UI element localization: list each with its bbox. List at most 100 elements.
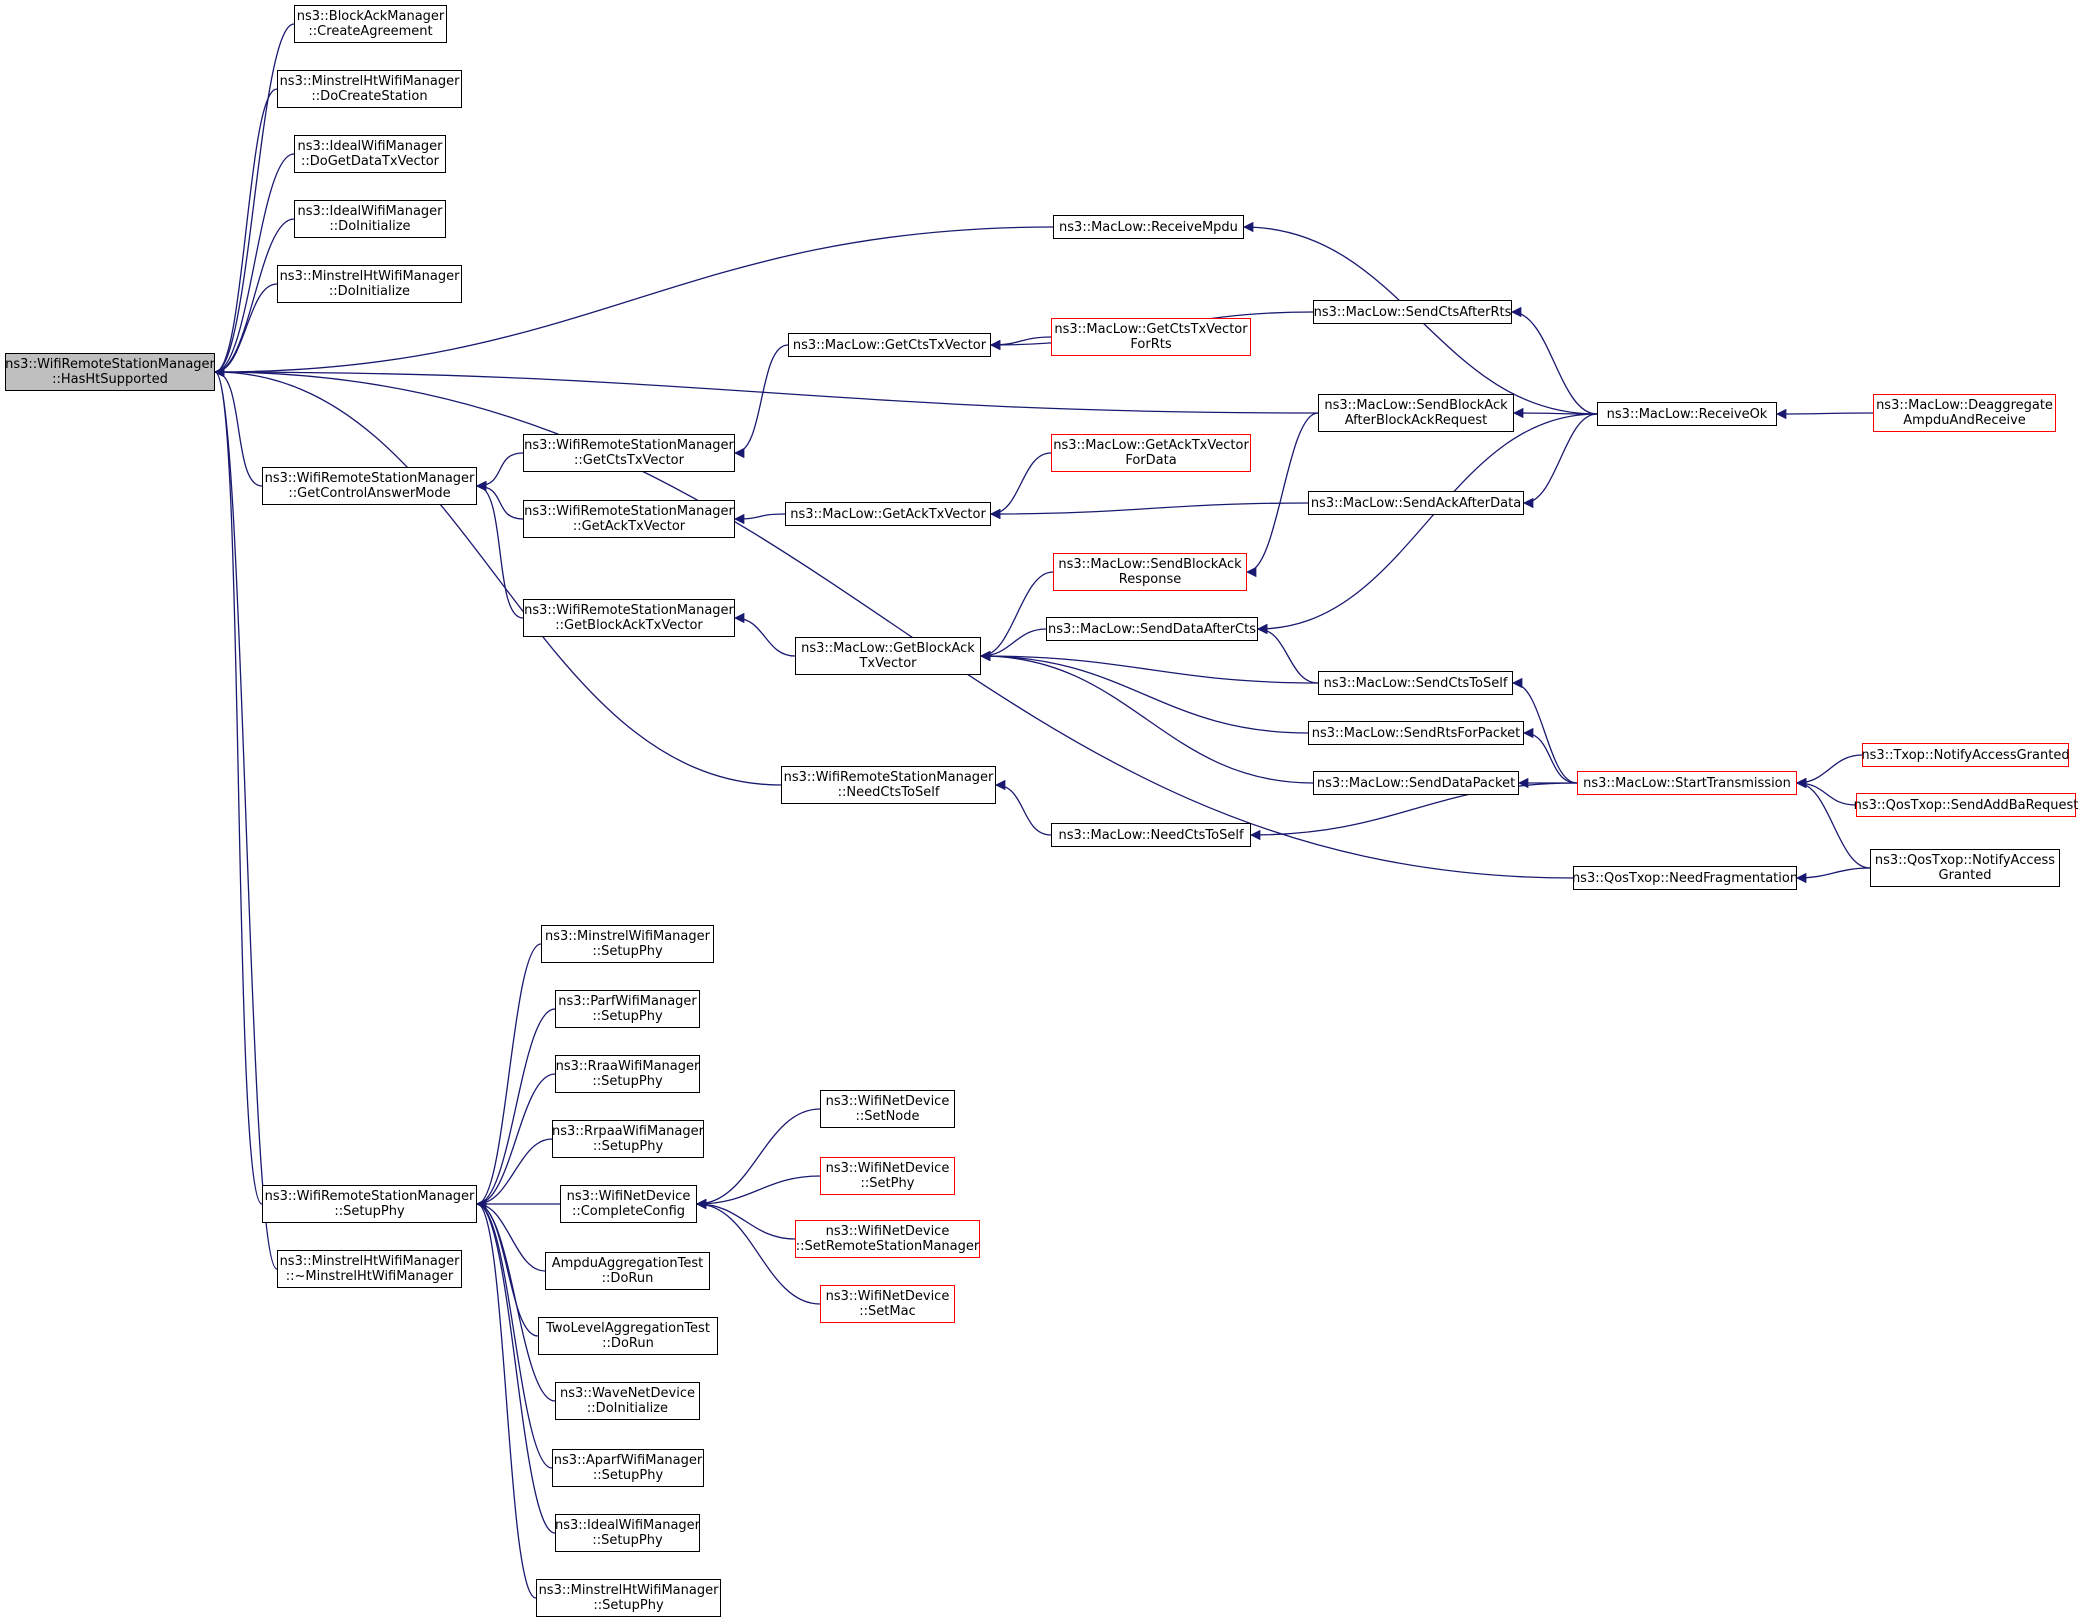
edge-n48-to-n39	[695, 1198, 796, 1240]
node-label-line2: ::SetupPhy	[592, 944, 663, 959]
edge-n36-to-n11	[475, 1008, 556, 1210]
node-ns3-wifiremotestationmanager-setupphy[interactable]: ns3::WifiRemoteStationManager::SetupPhy	[262, 1185, 477, 1223]
node-label-line2: ::GetBlockAckTxVector	[555, 618, 703, 633]
node-label-line1: ns3::MacLow::GetAckTxVector	[1053, 438, 1249, 453]
node-ns3-wavenetdevice-doinitialize[interactable]: ns3::WaveNetDevice::DoInitialize	[555, 1382, 700, 1420]
edge-n13-to-n6	[475, 452, 524, 492]
node-label-line1: ns3::MacLow::GetCtsTxVector	[1054, 322, 1248, 337]
node-label-line2: AfterBlockAckRequest	[1344, 413, 1488, 428]
node-label-line2: ForData	[1125, 453, 1177, 468]
node-label-line1: ns3::AparfWifiManager	[553, 1453, 703, 1468]
node-label-line2: ::SetupPhy	[592, 1468, 664, 1483]
node-label-line1: ns3::QosTxop::NeedFragmentation	[1571, 870, 1799, 886]
node-ns3-maclow-getacktxvector[interactable]: ns3::MacLow::GetAckTxVector	[785, 502, 991, 526]
node-ns3-wifinetdevice-setphy[interactable]: ns3::WifiNetDevice::SetPhy	[820, 1157, 955, 1195]
edge-n15-to-n6	[475, 480, 524, 619]
node-ns3-idealwifimanager-doinitialize[interactable]: ns3::IdealWifiManager::DoInitialize	[294, 200, 446, 238]
node-ns3-txop-notifyaccessgranted[interactable]: ns3::Txop::NotifyAccessGranted	[1861, 743, 2070, 767]
node-label-line1: ns3::MacLow::GetCtsTxVector	[792, 337, 987, 353]
node-label-line1: ns3::WifiNetDevice	[825, 1161, 950, 1176]
edge-n38-to-n11	[475, 1138, 553, 1210]
node-ns3-minstrelhtwifimanager-docreatestation[interactable]: ns3::MinstrelHtWifiManager::DoCreateStat…	[277, 70, 462, 108]
node-label-line2: ::DoGetDataTxVector	[301, 154, 439, 169]
node-ns3-maclow-receivempdu[interactable]: ns3::MacLow::ReceiveMpdu	[1053, 215, 1244, 239]
node-ns3-wifiremotestationmanager-getcontrolanswermode[interactable]: ns3::WifiRemoteStationManager::GetContro…	[262, 467, 477, 505]
node-label-line1: ns3::MacLow::SendDataAfterCts	[1048, 621, 1256, 637]
node-ns3-wifiremotestationmanager-hashtsupported[interactable]: ns3::WifiRemoteStationManager::HasHtSupp…	[5, 353, 215, 391]
node-ns3-maclow-senddatapacket[interactable]: ns3::MacLow::SendDataPacket	[1313, 771, 1519, 795]
node-ns3-minstrelwifimanager-setupphy[interactable]: ns3::MinstrelWifiManager::SetupPhy	[541, 925, 714, 963]
node-label-line1: ns3::WaveNetDevice	[559, 1386, 695, 1401]
node-ns3-maclow-needctstoself[interactable]: ns3::MacLow::NeedCtsToSelf	[1051, 823, 1251, 847]
node-ns3-maclow-receiveok[interactable]: ns3::MacLow::ReceiveOk	[1597, 402, 1777, 426]
edge-n46-to-n39	[695, 1108, 821, 1210]
node-label-line2: ::DoRun	[602, 1336, 654, 1351]
edge-n2-to-root	[213, 88, 278, 378]
edge-n42-to-n11	[475, 1198, 556, 1402]
node-label-line2: ::~MinstrelHtWifiManager	[285, 1269, 454, 1284]
edge-n30-to-n25	[1511, 677, 1578, 784]
node-ns3-minstrelhtwifimanager-doinitialize[interactable]: ns3::MinstrelHtWifiManager::DoInitialize	[277, 265, 462, 303]
node-ns3-maclow-sendrtsforpacket[interactable]: ns3::MacLow::SendRtsForPacket	[1308, 721, 1524, 745]
node-ns3-wifinetdevice-completeconfig[interactable]: ns3::WifiNetDevice::CompleteConfig	[560, 1185, 697, 1223]
node-label-line2: ::DoCreateStation	[311, 89, 428, 104]
edge-n32-to-n30	[1795, 754, 1863, 789]
node-label-line2: ::CompleteConfig	[571, 1204, 686, 1219]
node-label-line2: TxVector	[859, 656, 917, 671]
edge-n29-to-n22	[1522, 413, 1598, 509]
node-ns3-maclow-getctstxvector[interactable]: ns3::MacLow::GetCtsTxVector	[788, 333, 991, 357]
node-ns3-qostxop-needfragmentation[interactable]: ns3::QosTxop::NeedFragmentation	[1571, 866, 1799, 890]
node-label-line2: ::SetupPhy	[592, 1009, 663, 1024]
node-ns3-idealwifimanager-setupphy[interactable]: ns3::IdealWifiManager::SetupPhy	[555, 1514, 700, 1552]
node-ns3-rrpaawifimanager-setupphy[interactable]: ns3::RrpaaWifiManager::SetupPhy	[552, 1120, 704, 1158]
node-label-line1: ns3::MacLow::SendCtsToSelf	[1323, 675, 1508, 691]
node-ns3-maclow-senddataaftercts[interactable]: ns3::MacLow::SendDataAfterCts	[1046, 617, 1258, 641]
node-label-line1: ns3::MacLow::SendBlockAck	[1058, 557, 1242, 572]
node-ns3-wifiremotestationmanager-needctstoself[interactable]: ns3::WifiRemoteStationManager::NeedCtsTo…	[781, 766, 996, 804]
node-ns3-rraawifimanager-setupphy[interactable]: ns3::RraaWifiManager::SetupPhy	[555, 1055, 700, 1093]
node-ns3-idealwifimanager-dogetdatatxvector[interactable]: ns3::IdealWifiManager::DoGetDataTxVector	[294, 135, 446, 173]
edge-n21-to-n17	[989, 452, 1052, 520]
node-ns3-wifinetdevice-setmac[interactable]: ns3::WifiNetDevice::SetMac	[820, 1285, 955, 1323]
node-ns3-aparfwifimanager-setupphy[interactable]: ns3::AparfWifiManager::SetupPhy	[552, 1449, 704, 1487]
node-label-line1: ns3::MacLow::GetBlockAck	[801, 641, 975, 656]
node-ns3-maclow-sendackafterdata[interactable]: ns3::MacLow::SendAckAfterData	[1308, 491, 1524, 515]
node-ampduaggregationtest-dorun[interactable]: AmpduAggregationTest::DoRun	[545, 1252, 710, 1290]
node-label-line1: ns3::WifiRemoteStationManager	[524, 504, 734, 519]
node-label-line1: ns3::QosTxop::NotifyAccess	[1874, 853, 2056, 868]
node-label-line1: ns3::WifiRemoteStationManager	[783, 770, 994, 785]
edge-n35-to-n11	[475, 943, 542, 1210]
node-label-line2: ::SetupPhy	[592, 1074, 663, 1089]
node-ns3-wifiremotestationmanager-getblockacktxvector[interactable]: ns3::WifiRemoteStationManager::GetBlockA…	[523, 599, 735, 637]
node-ns3-minstrelhtwifimanager-setupphy[interactable]: ns3::MinstrelHtWifiManager::SetupPhy	[536, 1579, 721, 1617]
node-ns3-maclow-starttransmission[interactable]: ns3::MacLow::StartTransmission	[1577, 771, 1797, 795]
node-ns3-wifiremotestationmanager-getacktxvector[interactable]: ns3::WifiRemoteStationManager::GetAckTxV…	[523, 500, 735, 538]
node-ns3-minstrelhtwifimanager-minstrelhtwifimanager[interactable]: ns3::MinstrelHtWifiManager::~MinstrelHtW…	[277, 1250, 462, 1288]
edge-n1-to-root	[213, 23, 295, 378]
node-label-line2: ::SetupPhy	[593, 1598, 664, 1613]
node-ns3-maclow-sendctsafterrts[interactable]: ns3::MacLow::SendCtsAfterRts	[1313, 300, 1512, 324]
node-label-line1: ns3::MacLow::NeedCtsToSelf	[1058, 827, 1244, 843]
node-ns3-maclow-sendctstoself[interactable]: ns3::MacLow::SendCtsToSelf	[1318, 671, 1513, 695]
edge-n41-to-n11	[475, 1198, 539, 1337]
node-ns3-wifiremotestationmanager-getctstxvector[interactable]: ns3::WifiRemoteStationManager::GetCtsTxV…	[523, 434, 735, 472]
node-label-line1: ns3::WifiRemoteStationManager	[524, 603, 734, 618]
node-label-line2: ::HasHtSupported	[52, 372, 168, 387]
node-ns3-blockackmanager-createagreement[interactable]: ns3::BlockAckManager::CreateAgreement	[294, 5, 447, 43]
node-ns3-wifinetdevice-setnode[interactable]: ns3::WifiNetDevice::SetNode	[820, 1090, 955, 1128]
node-ns3-parfwifimanager-setupphy[interactable]: ns3::ParfWifiManager::SetupPhy	[555, 990, 700, 1028]
node-twolevelaggregationtest-dorun[interactable]: TwoLevelAggregationTest::DoRun	[538, 1317, 718, 1355]
node-ns3-qostxop-sendaddbarequest[interactable]: ns3::QosTxop::SendAddBaRequest	[1854, 793, 2078, 817]
node-ns3-wifinetdevice-setremotestationmanager[interactable]: ns3::WifiNetDevice::SetRemoteStationMana…	[795, 1220, 980, 1258]
node-label-line2: ::CreateAgreement	[308, 24, 433, 39]
node-label-line1: ns3::RrpaaWifiManager	[552, 1124, 704, 1139]
node-label-line2: ::DoInitialize	[329, 219, 411, 234]
